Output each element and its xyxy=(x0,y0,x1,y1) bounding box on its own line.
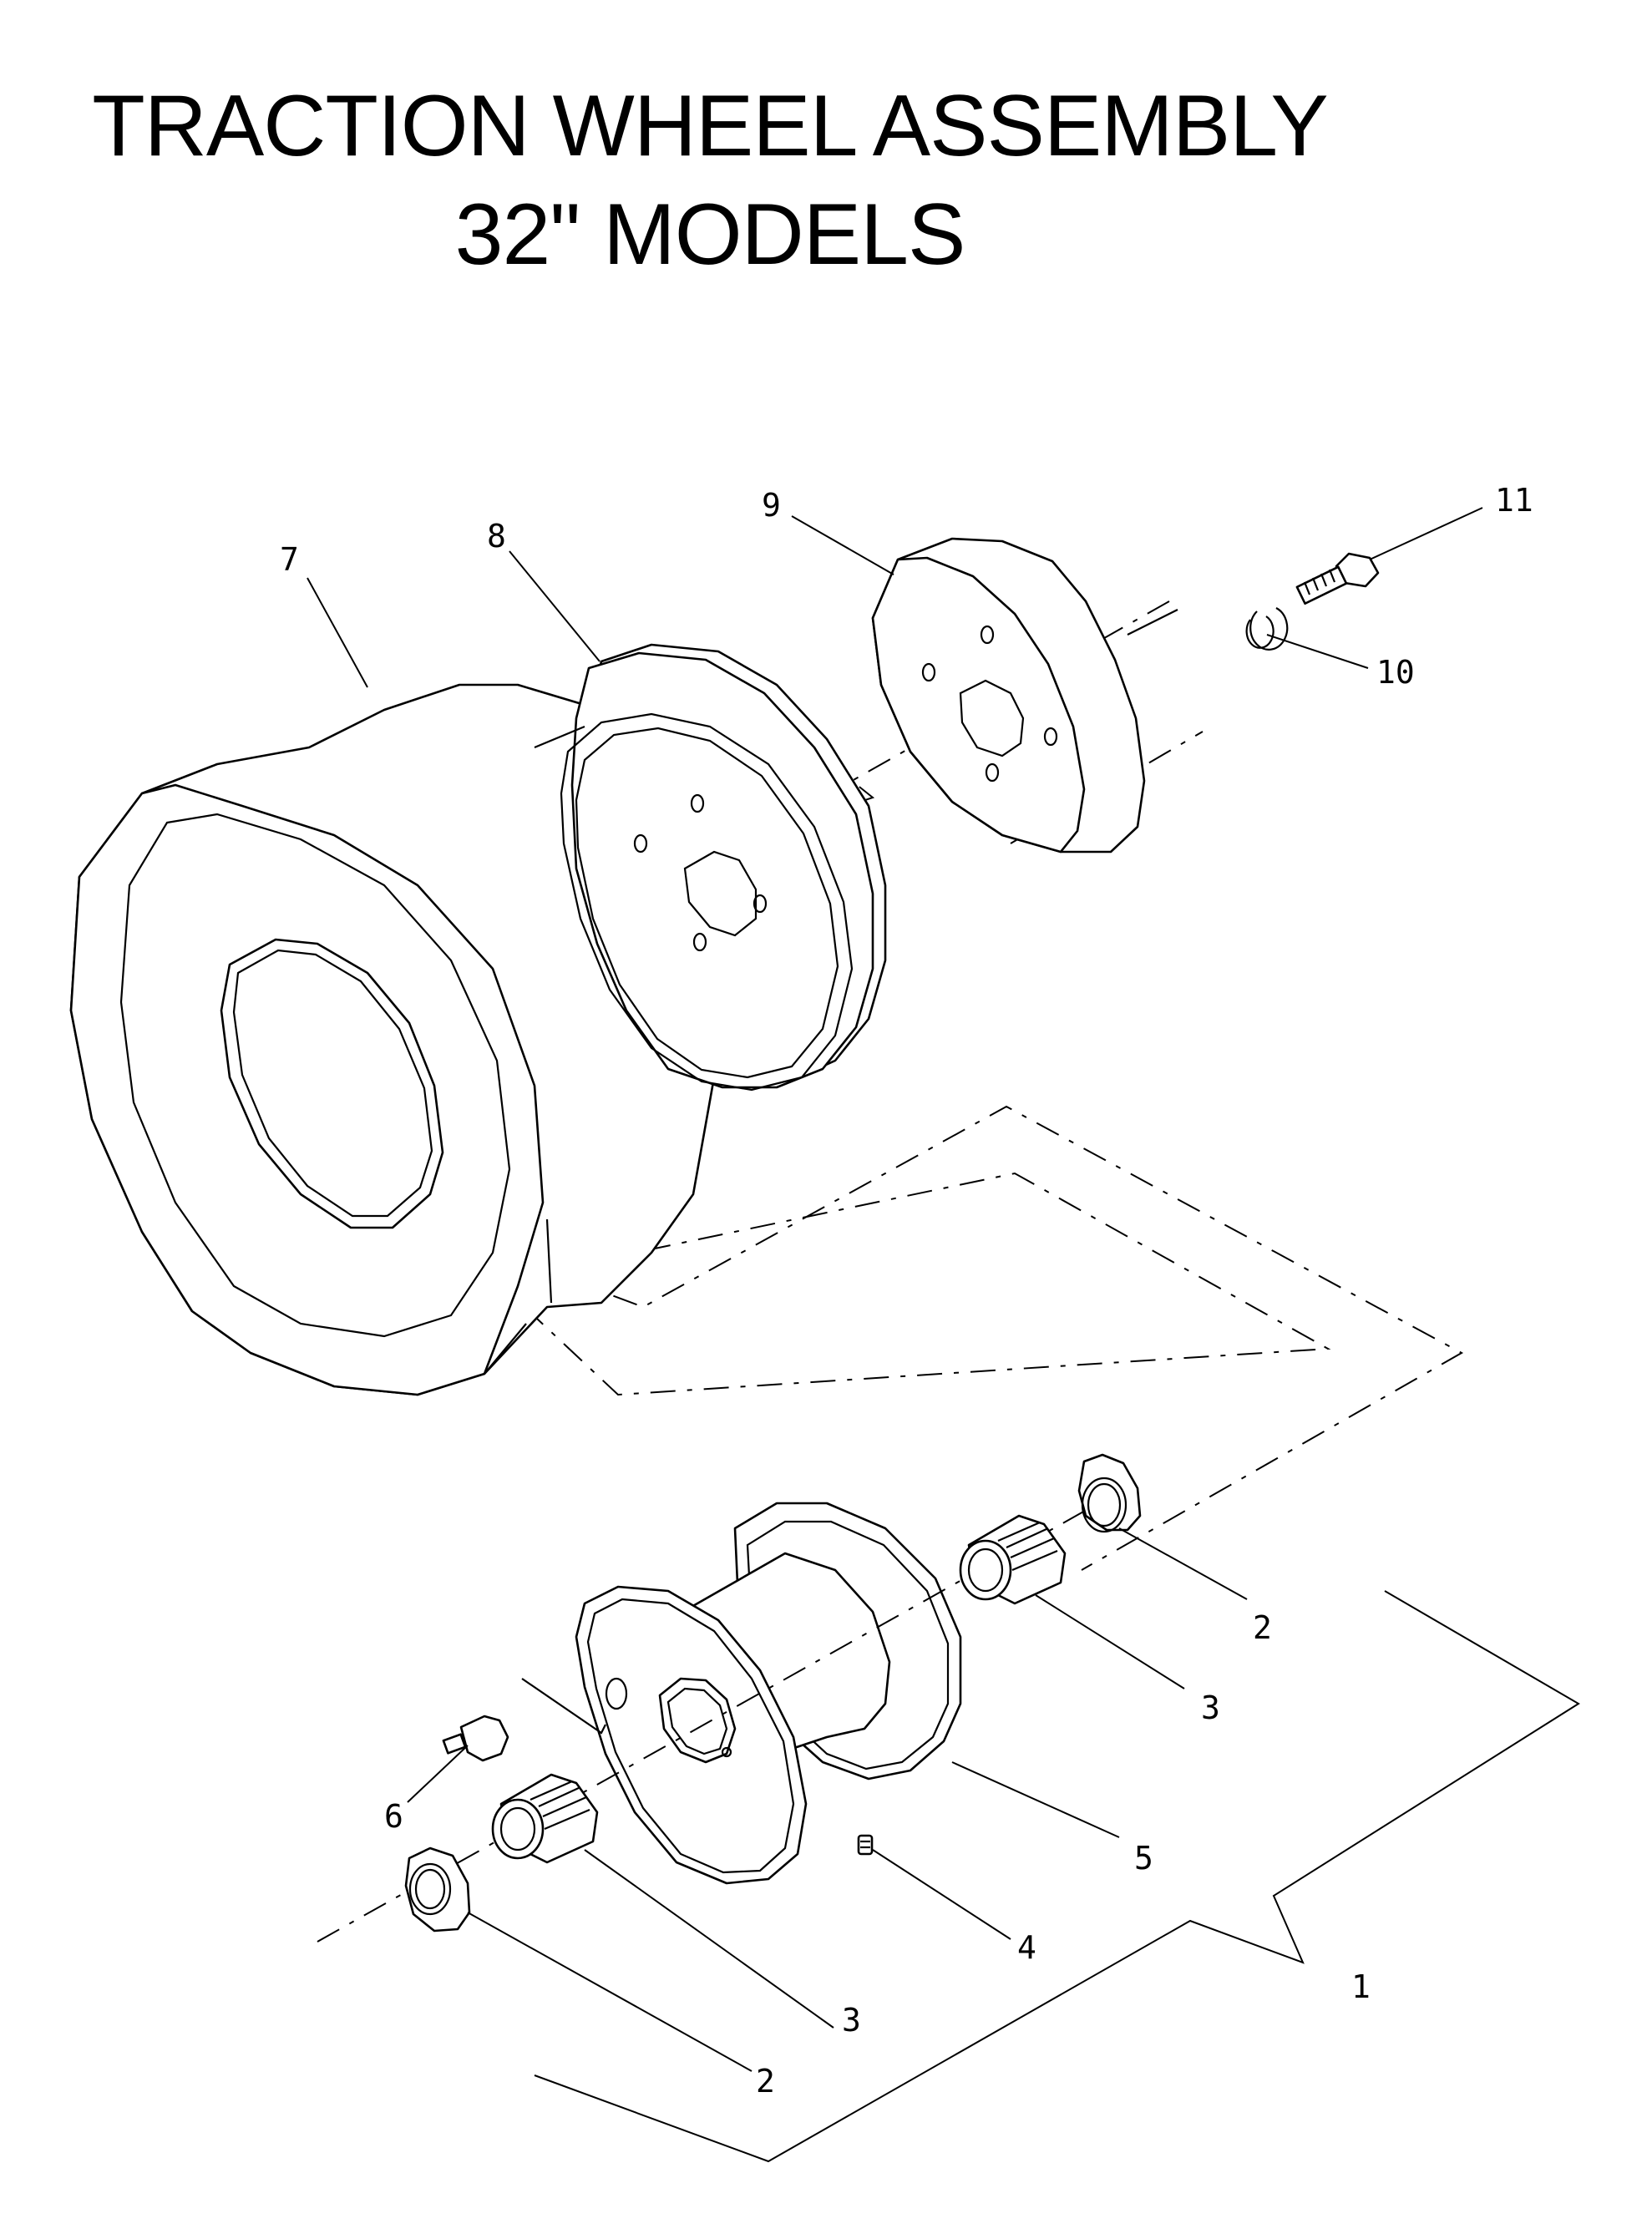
callout-5: 5 xyxy=(1134,1840,1153,1877)
callout-1: 1 xyxy=(1351,1968,1371,2005)
retaining-ring-part-10 xyxy=(1245,607,1289,651)
bushing-part-2-lower xyxy=(404,1846,471,1933)
bearing-part-3-upper xyxy=(959,1514,1067,1605)
rim-part-8 xyxy=(534,643,887,1092)
title-line-2: 32" MODELS xyxy=(454,186,966,283)
callout-10: 10 xyxy=(1376,654,1415,691)
grease-fitting-part-6 xyxy=(442,1715,509,1762)
callout-11: 11 xyxy=(1495,482,1533,519)
callout-8: 8 xyxy=(487,518,506,555)
page-title: TRACTION WHEEL ASSEMBLY 32" MODELS xyxy=(0,75,1420,286)
leader-lines xyxy=(307,507,1483,2072)
tire-part-7 xyxy=(69,683,716,1396)
bolt-part-11 xyxy=(1295,552,1380,605)
callout-labels: 1 2 2 3 3 4 5 6 7 8 9 10 11 xyxy=(280,482,1533,2100)
bushing-part-2-upper xyxy=(1077,1453,1142,1533)
hub-assembly-part-1 xyxy=(521,1502,1580,2163)
title-line-1: TRACTION WHEEL ASSEMBLY xyxy=(92,78,1329,175)
set-screw-part-4 xyxy=(857,1834,874,1856)
hub-plate-part-9 xyxy=(871,537,1178,854)
callout-3-upper: 3 xyxy=(1201,1689,1220,1726)
callout-3-lower: 3 xyxy=(842,2002,861,2039)
callout-2-lower: 2 xyxy=(756,2063,775,2100)
callout-6: 6 xyxy=(384,1798,403,1835)
bearing-part-3-lower xyxy=(491,1773,599,1864)
callout-9: 9 xyxy=(762,487,781,524)
callout-7: 7 xyxy=(280,541,299,578)
callout-4: 4 xyxy=(1017,1929,1036,1966)
callout-2-upper: 2 xyxy=(1253,1609,1272,1646)
